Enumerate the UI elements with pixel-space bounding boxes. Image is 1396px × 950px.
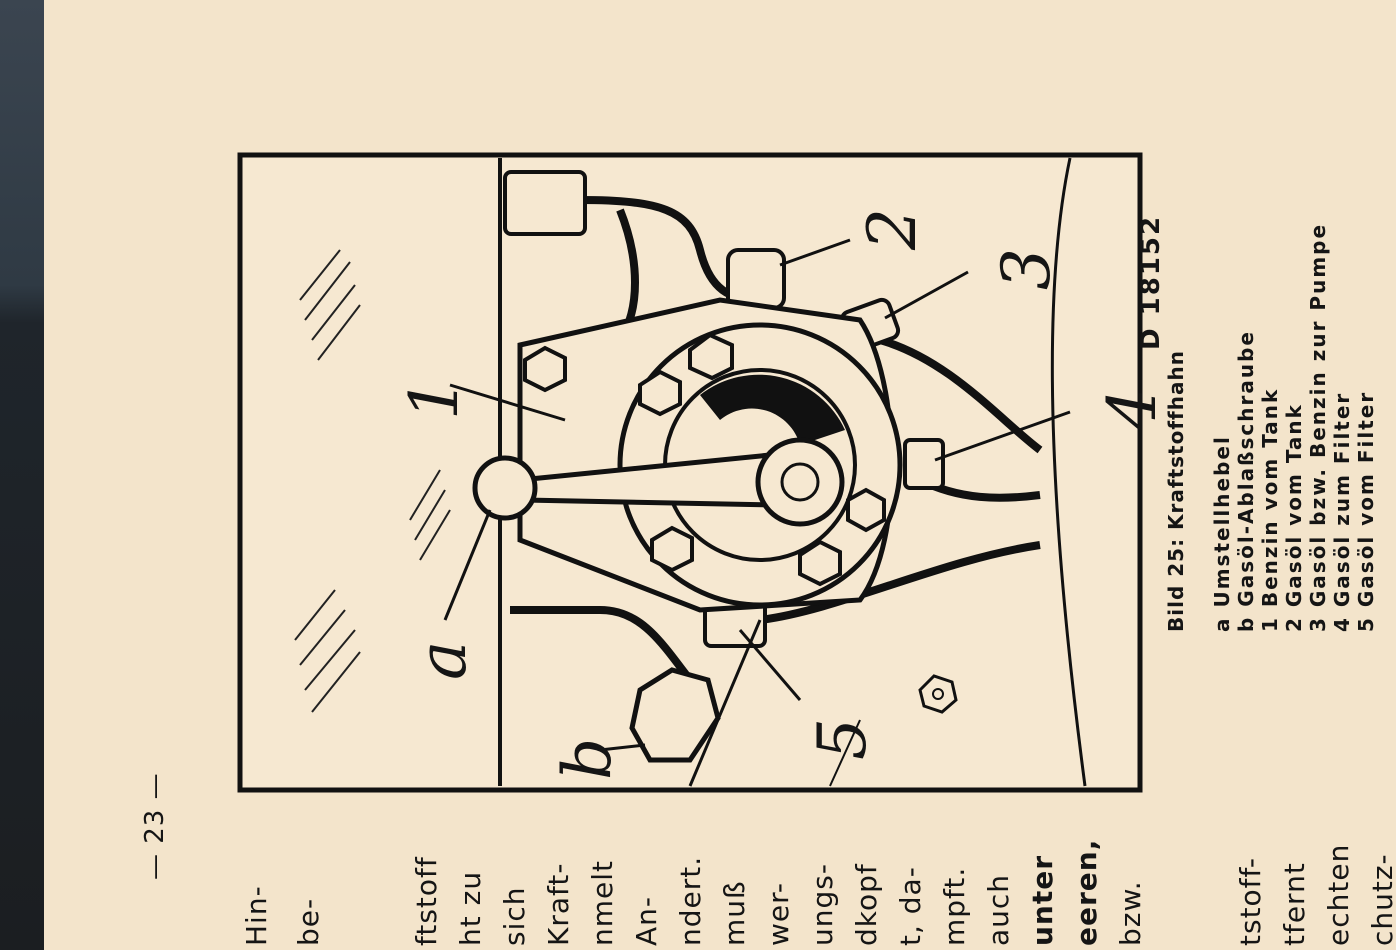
body-line: echten (1322, 843, 1355, 946)
legend-item-3: 3 Gasöl bzw. Benzin zur Pumpe (1306, 222, 1330, 632)
drawing-id: D 18152 (1136, 214, 1166, 350)
body-line: Kraft- (542, 862, 575, 946)
legend-item-b: b Gasöl-Ablaßschraube (1234, 330, 1258, 632)
figure-label-5: 5 (804, 718, 881, 760)
wall-hatching (294, 249, 451, 713)
figure-label-a: a (404, 640, 481, 680)
body-line-bold: eeren, (1070, 838, 1103, 946)
body-line: be- (292, 897, 325, 946)
tank-curve (1050, 157, 1087, 787)
body-line: bzw. (1114, 880, 1147, 946)
body-line: ungs- (806, 863, 839, 946)
caption-title: Bild 25: Kraftstoffhahn (1164, 350, 1188, 632)
body-line: auch (982, 873, 1015, 946)
legend-item-5: 5 Gasöl vom Filter (1354, 390, 1378, 632)
fuel-tap-illustration (237, 152, 1143, 793)
legend-item-4: 4 Gasöl zum Filter (1330, 391, 1354, 632)
body-line: tstoff- (1234, 857, 1267, 946)
legend-item-a: a Umstellhebel (1210, 435, 1234, 632)
valve-shadow (700, 374, 845, 445)
body-line: chutz- (1366, 853, 1396, 946)
book-page: a b 1 2 3 4 5 D 18152 — 23 — Bild 25: Kr… (44, 0, 1396, 950)
body-line: sich (498, 886, 531, 946)
body-line: tfernt (1278, 862, 1311, 946)
body-line: t, da- (894, 866, 927, 946)
figure-label-4: 4 (1094, 388, 1171, 430)
figure-label-b: b (549, 737, 626, 780)
legend-item-1: 1 Benzin vom Tank (1258, 387, 1282, 632)
figure-label-3: 3 (988, 248, 1065, 290)
figure-label-1: 1 (396, 378, 473, 420)
body-line: muß (718, 880, 751, 946)
body-line: ndert. (674, 855, 707, 946)
body-line: An- (630, 895, 663, 946)
body-line: nmelt (586, 859, 619, 946)
body-line-bold: unter (1026, 854, 1059, 946)
body-line: ftstoff (410, 856, 443, 946)
body-line: Hin- (240, 885, 273, 946)
bolt-heads (523, 332, 886, 587)
drain-screw (629, 667, 721, 763)
leader-lines (443, 238, 1071, 752)
figure-label-2: 2 (854, 208, 931, 250)
scan-edge (0, 0, 44, 950)
lever-knob (472, 455, 538, 521)
body-line: mpft. (938, 866, 971, 946)
body-line: ht zu (454, 870, 487, 946)
legend-item-2: 2 Gasöl vom Tank (1282, 403, 1306, 632)
page-number: — 23 — (140, 772, 170, 880)
small-nut (918, 674, 958, 714)
body-line: wer- (762, 882, 795, 946)
body-line: dkopf (850, 863, 883, 946)
